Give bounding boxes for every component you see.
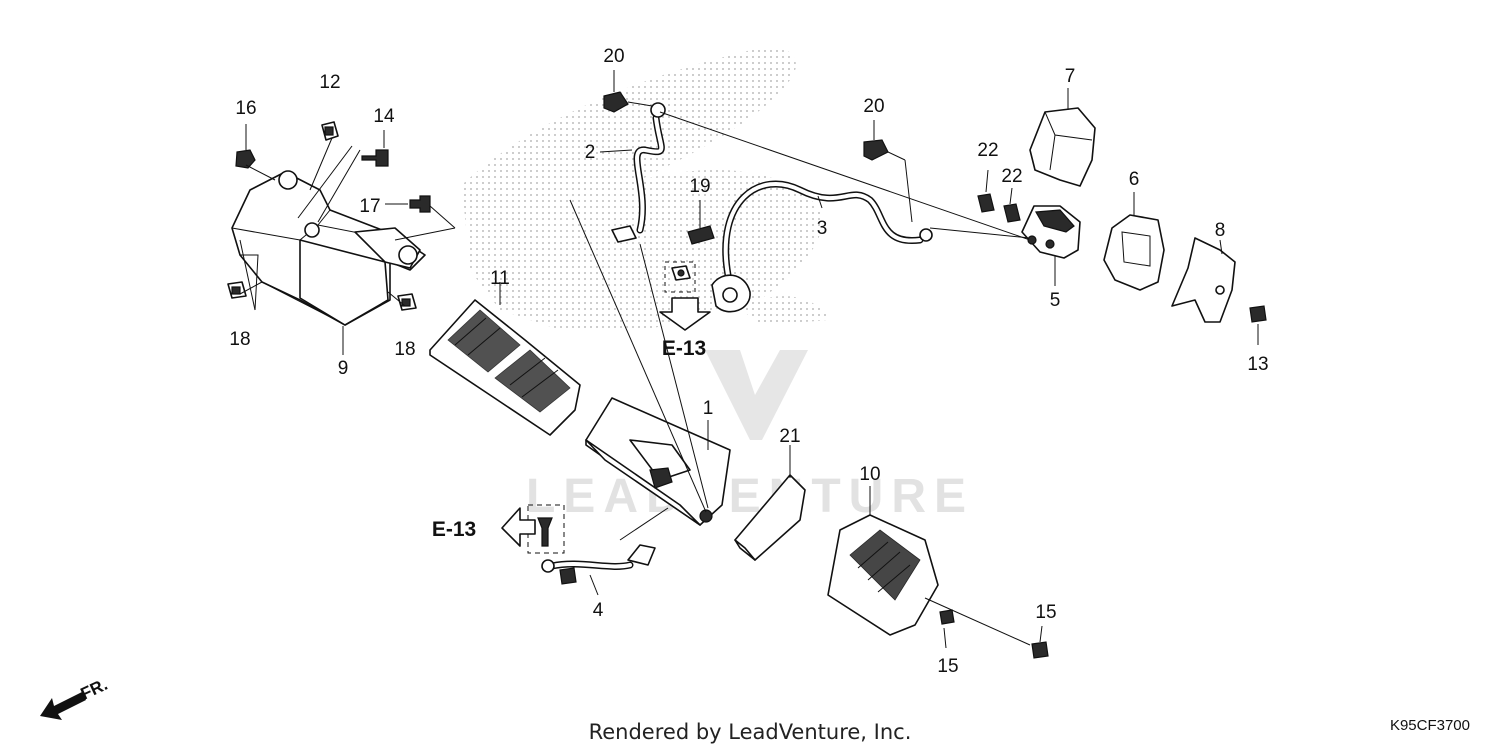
part-3-starter-cable: [711, 180, 933, 313]
clip-18-left: [227, 281, 247, 299]
leader-22b: [1009, 187, 1013, 205]
callout-18-b[interactable]: 18: [394, 339, 415, 360]
callout-22-b[interactable]: 22: [1001, 166, 1022, 187]
callout-20-b[interactable]: 20: [863, 96, 884, 117]
diagram-code: K95CF3700: [1390, 717, 1470, 734]
leader-22a: [985, 169, 989, 193]
terminal-22-a: [977, 193, 995, 213]
bolt-13: [1249, 305, 1267, 323]
callout-15-b[interactable]: 15: [1035, 602, 1056, 623]
callout-7[interactable]: 7: [1065, 66, 1076, 87]
part-9-bracket-box: [231, 170, 426, 326]
callout-8[interactable]: 8: [1215, 220, 1226, 241]
front-direction-arrow: FR.: [40, 675, 111, 720]
callout-22-a[interactable]: 22: [977, 140, 998, 161]
ref-label-top[interactable]: E-13: [662, 337, 706, 360]
callout-9[interactable]: 9: [338, 358, 349, 379]
bolt-14: [361, 149, 389, 167]
callout-11[interactable]: 11: [490, 268, 510, 289]
part-5-starter-relay: [1021, 205, 1081, 286]
callout-6[interactable]: 6: [1129, 169, 1140, 190]
callout-18-a[interactable]: 18: [229, 329, 250, 350]
callout-1[interactable]: 1: [703, 398, 714, 419]
part-21-battery-bracket: [734, 445, 806, 561]
part-7-relay-cover: [1029, 88, 1096, 187]
part-2-battery-cable: [599, 102, 666, 243]
callout-17[interactable]: 17: [359, 196, 380, 217]
leaders-left: [239, 137, 456, 355]
nut-under-19: [671, 265, 691, 281]
grommet-20-top: [603, 91, 1031, 241]
callout-5[interactable]: 5: [1050, 290, 1061, 311]
part-11-ecu-cover: [429, 282, 581, 436]
callout-20-a[interactable]: 20: [603, 46, 624, 67]
bolt-15-b: [1031, 641, 1049, 659]
clip-18-right: [397, 293, 417, 311]
callout-21[interactable]: 21: [779, 426, 800, 447]
part-6-relay-boot: [1103, 192, 1165, 291]
callout-12[interactable]: 12: [319, 72, 340, 93]
ref-arrow-bottom: [501, 507, 536, 547]
callout-15-a[interactable]: 15: [937, 656, 958, 677]
watermark-text: LEADVENTURE: [526, 470, 974, 523]
terminal-22-b: [1003, 203, 1021, 223]
callout-3[interactable]: 3: [817, 218, 828, 239]
callout-16[interactable]: 16: [235, 98, 256, 119]
clip-19: [687, 225, 715, 245]
wing-watermark: [462, 46, 830, 330]
callout-13[interactable]: 13: [1247, 354, 1268, 375]
callout-14[interactable]: 14: [373, 106, 395, 127]
callout-4[interactable]: 4: [593, 600, 604, 621]
part-8-bracket: [1171, 237, 1236, 323]
bolt-17: [409, 195, 431, 213]
ref-arrow-top: [659, 261, 711, 331]
nut-16: [235, 149, 256, 169]
leadventure-watermark: LEADVENTURE: [526, 350, 974, 523]
ref-label-bottom[interactable]: E-13: [432, 518, 476, 541]
part-10-regulator: [827, 486, 1031, 646]
callout-10[interactable]: 10: [859, 464, 880, 485]
grommet-20-right: [863, 139, 1031, 239]
callout-19[interactable]: 19: [689, 176, 710, 197]
part-1-battery: [569, 199, 731, 526]
clip-12: [321, 121, 339, 141]
callout-labels: 1 2 3 4 5 6 7 8 9 10 11 12 13 14 15 15 1…: [229, 46, 1268, 677]
bolt-15-a: [939, 609, 955, 625]
callout-2[interactable]: 2: [585, 142, 596, 163]
leaders-misc: [245, 70, 1043, 649]
footer-credit: Rendered by LeadVenture, Inc.: [589, 720, 912, 744]
